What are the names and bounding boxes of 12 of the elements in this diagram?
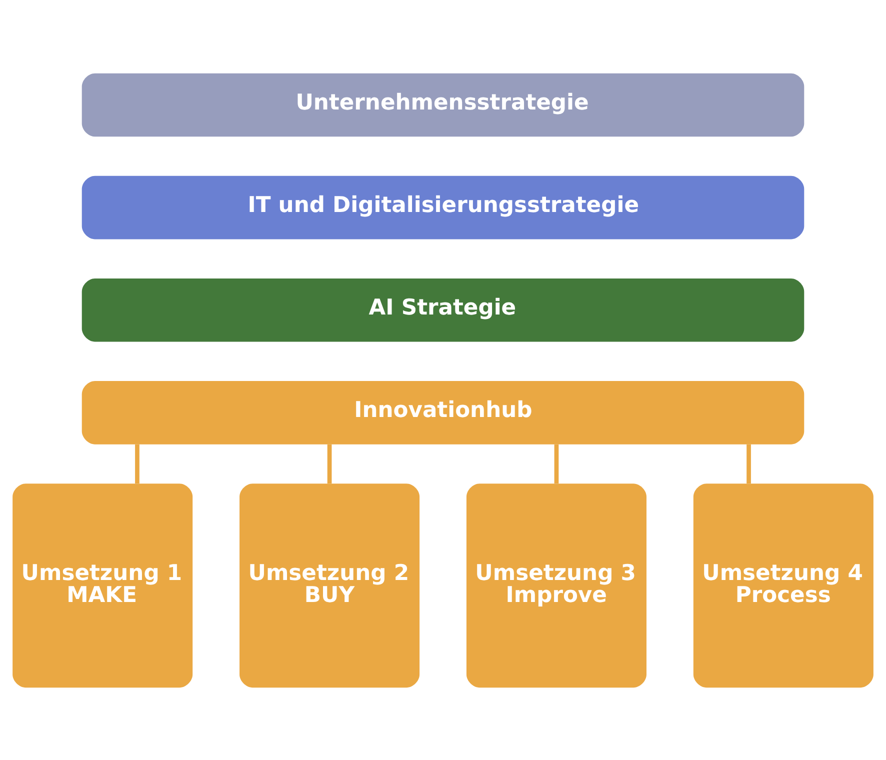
connector [327,444,332,484]
node-box: IT und Digitalisierungsstrategie [82,175,804,239]
node-box: Umsetzung 3 Improve [466,483,646,688]
node-box: Umsetzung 4 Process [693,483,874,688]
node-box: Umsetzung 1 MAKE [12,483,193,688]
node-box: Innovationhub [82,380,804,444]
connector [746,444,751,484]
node-box: Umsetzung 2 BUY [240,483,420,688]
connector [135,444,140,484]
connector [554,444,559,484]
node-box: AI Strategie [82,278,804,342]
node-box: Unternehmensstrategie [82,72,804,136]
